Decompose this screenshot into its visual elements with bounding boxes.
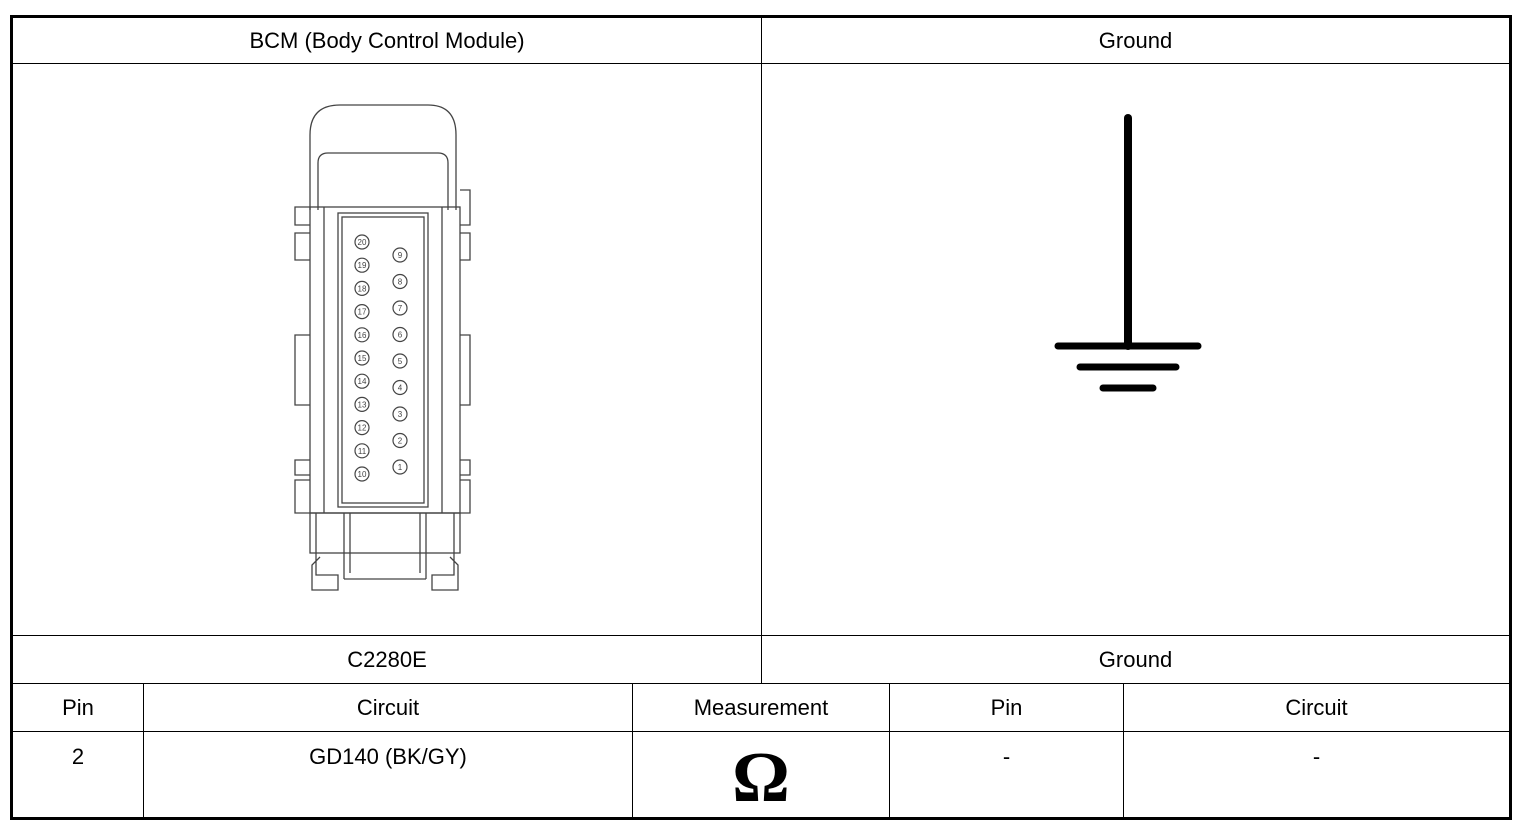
pin-number-label: 6: [398, 331, 403, 340]
pin-circle: [392, 247, 408, 263]
pin-number-label: 20: [358, 238, 367, 247]
pin-number-label: 19: [358, 261, 367, 270]
col-header-ground-pin: Pin: [990, 694, 1023, 720]
ground-title: Ground: [1098, 27, 1173, 53]
pin-number-label: 2: [398, 437, 403, 446]
pin-number-label: 12: [358, 424, 367, 433]
pin-number-label: 9: [398, 251, 403, 260]
grid-line: [889, 683, 890, 818]
pin-circle: [392, 353, 408, 369]
pin-number-label: 5: [398, 357, 403, 366]
pin-circle: [354, 466, 370, 482]
pin-circle: [354, 443, 370, 459]
pin-number-label: 11: [358, 447, 367, 456]
pin-circle: [354, 396, 370, 412]
pin-circle: [354, 420, 370, 436]
diagram-frame: [10, 15, 1512, 820]
pin-number-label: 16: [358, 331, 367, 340]
ground-label: Ground: [1098, 646, 1173, 672]
ground-symbol-icon: [1054, 114, 1202, 392]
pin-number-label: 4: [398, 384, 403, 393]
pin-circle: [392, 459, 408, 475]
pin-number-label: 3: [398, 410, 403, 419]
pin-column-left: 20 19 18 17 16 15 14 13 12 11 10: [354, 234, 370, 482]
pin-number-label: 10: [358, 470, 367, 479]
pin-circle: [354, 304, 370, 320]
col-header-circuit: Circuit: [356, 694, 420, 720]
grid-line: [632, 683, 633, 818]
cell-pin: 2: [71, 744, 85, 769]
connector-id-label: C2280E: [347, 646, 427, 672]
pin-circle: [392, 326, 408, 343]
col-header-pin: Pin: [62, 694, 94, 720]
col-header-measurement: Measurement: [693, 694, 829, 720]
pin-number-label: 13: [358, 400, 367, 409]
cell-circuit: GD140 (BK/GY): [309, 744, 467, 769]
pin-column-right: 9 8 7 6 5 4 3 2 1: [392, 247, 408, 475]
pin-circle: [354, 257, 370, 273]
pin-number-label: 1: [398, 463, 403, 472]
grid-line: [12, 731, 1510, 732]
bcm-title: BCM (Body Control Module): [249, 27, 525, 53]
pin-circle: [354, 327, 370, 343]
grid-line: [761, 17, 762, 684]
pin-circle: [392, 273, 408, 290]
pin-circle: [354, 350, 370, 366]
grid-line: [143, 683, 144, 818]
pin-number-label: 18: [358, 284, 367, 293]
pin-circle: [392, 379, 408, 396]
connector-c2280e-drawing: 20 19 18 17 16 15 14 13 12 11 10 9 8 7 6 5 4 3 2 1: [294, 104, 471, 591]
cell-ground-pin: -: [1002, 744, 1011, 769]
pin-number-label: 15: [358, 354, 367, 363]
pin-circle: [392, 406, 408, 422]
pin-circle: [354, 234, 370, 250]
pin-number-label: 7: [398, 304, 403, 313]
pin-circle: [392, 300, 408, 316]
pin-number-label: 17: [358, 308, 367, 317]
ohm-measurement-icon: Ω: [732, 736, 790, 817]
pin-circle: [392, 432, 408, 449]
grid-line: [1123, 683, 1124, 818]
cell-ground-circuit: -: [1312, 744, 1321, 769]
pin-number-label: 8: [398, 278, 403, 287]
pin-circle: [354, 373, 370, 389]
pin-circle: [354, 280, 370, 296]
col-header-ground-circuit: Circuit: [1285, 694, 1348, 720]
pin-number-label: 14: [358, 377, 367, 386]
